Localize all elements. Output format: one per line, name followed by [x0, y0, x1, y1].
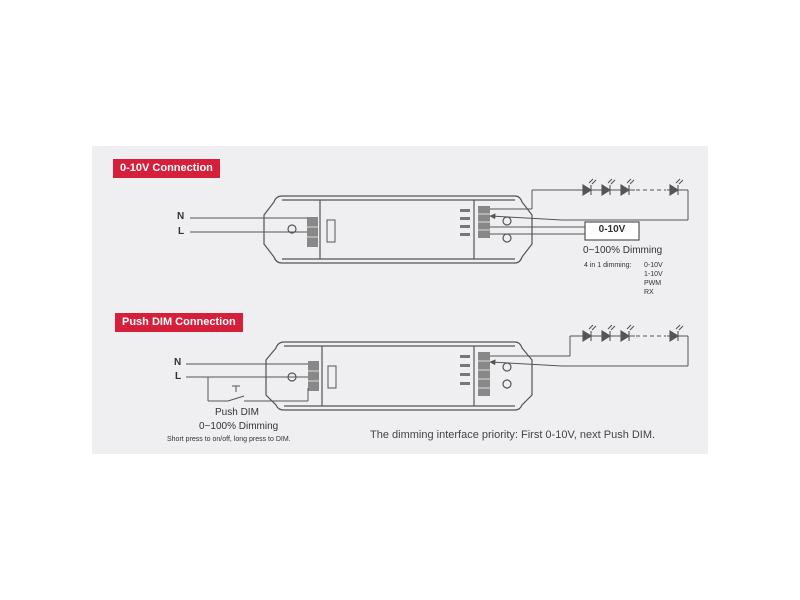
dimming-range-label: 0~100% Dimming: [583, 245, 663, 256]
terminal-block-output-010v: [460, 206, 490, 238]
section-badge-pushdim: Push DIM Connection: [115, 313, 243, 332]
dimming-mode-item: RX: [644, 289, 654, 296]
pushdim-dimming-label: 0~100% Dimming: [199, 421, 279, 432]
driver-pushdim: [265, 341, 533, 411]
dimming-mode-item: 1-10V: [644, 271, 663, 278]
driver-010v: [263, 195, 533, 264]
mains-n-label: N: [174, 357, 182, 368]
dimming-mode-item: PWM: [644, 280, 662, 287]
push-switch: [227, 385, 245, 402]
led-string-010v: [582, 178, 684, 196]
controller-box-010v: [584, 221, 640, 241]
push-switch-label: Push DIM: [215, 407, 259, 418]
terminal-block-input-010v: [307, 217, 336, 247]
wires-010v: [190, 189, 689, 235]
section-badge-010v: 0-10V Connection: [113, 159, 220, 178]
mains-l-label: L: [175, 371, 182, 382]
diagram-panel: [92, 146, 708, 454]
controller-label: 0-10V: [598, 224, 626, 235]
priority-note: The dimming interface priority: First 0-…: [370, 429, 656, 441]
mains-n-label: N: [177, 211, 185, 222]
dimming-mode-item: 0-10V: [644, 262, 663, 269]
mains-l-label: L: [178, 226, 185, 237]
led-string-pushdim: [582, 324, 684, 342]
terminal-block-input-pushdim: [308, 361, 337, 391]
pushdim-instruction: Short press to on/off, long press to DIM…: [167, 436, 291, 443]
dimming-modes-label: 4 in 1 dimming:: [584, 262, 632, 269]
terminal-block-output-pushdim: [460, 352, 490, 396]
